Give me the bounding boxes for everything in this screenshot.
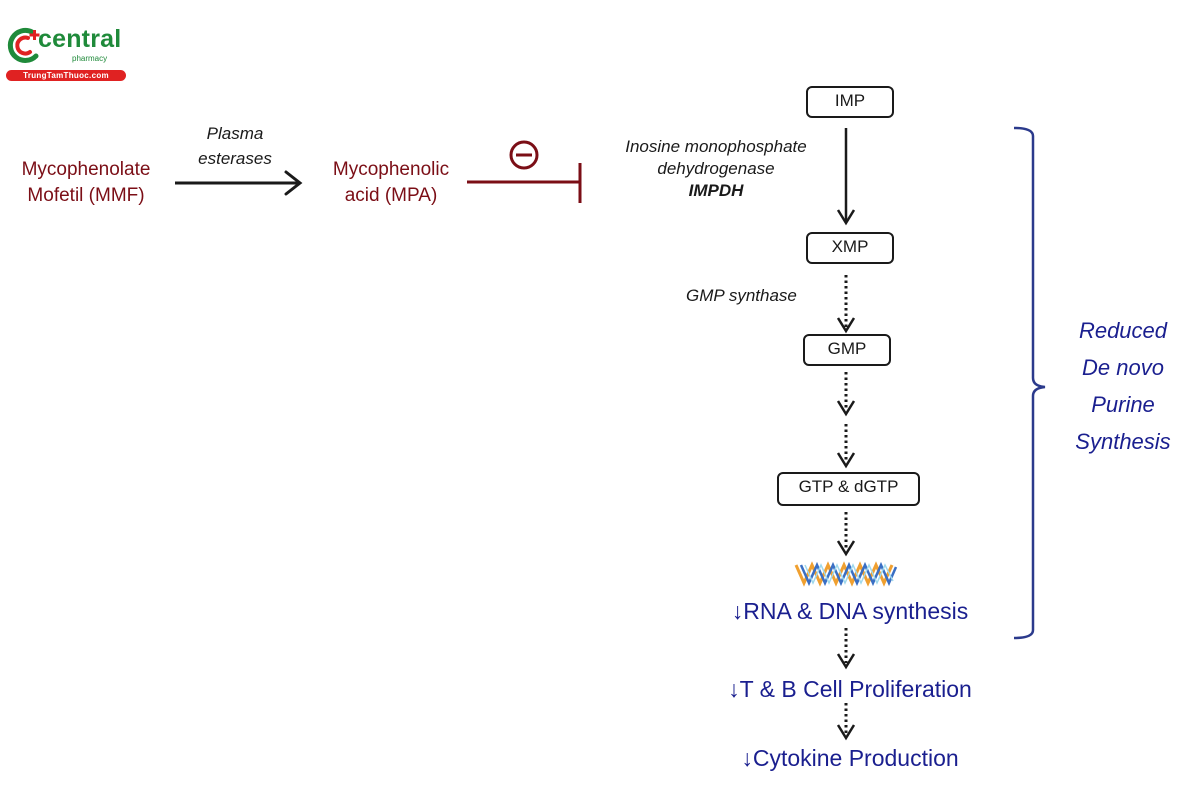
bracket-label-line3: Purine [1091,392,1155,417]
impdh-abbrev: IMPDH [688,181,744,200]
purine-synthesis-bracket [1013,126,1046,640]
node-xmp: XMP [806,232,894,264]
active-drug-mpa: Mycophenolic acid (MPA) [316,157,466,209]
node-imp: IMP [806,86,894,118]
active-drug-line2: acid (MPA) [344,185,438,206]
bracket-label: Reduced De novo Purine Synthesis [1058,312,1188,460]
esterase-arrow [175,170,303,196]
active-drug-line1: Mycophenolic [332,159,450,180]
bracket-label-line1: Reduced [1078,318,1168,343]
impdh-line2: dehydrogenase [657,159,775,178]
outcome-proliferation: ↓T & B Cell Proliferation [728,676,972,702]
bracket-label-line4: Synthesis [1075,429,1171,454]
node-gmp: GMP [803,334,891,366]
logo-brand: central [38,25,122,53]
dotted-arrow-xmp-gmp [836,275,856,334]
prodrug-line2: Mofetil (MMF) [27,185,145,206]
esterase-line2: esterases [198,149,272,168]
impdh-label: Inosine monophosphate dehydrogenase IMPD… [596,136,836,202]
dotted-arrow-dna-prolif [836,628,856,670]
inhibition-line [467,163,582,203]
dotted-arrow-gmp-2 [836,424,856,469]
impdh-arrow [836,128,856,226]
bracket-label-line2: De novo [1082,355,1164,380]
dotted-arrow-gmp-1 [836,372,856,417]
outcome-rna-dna: ↓RNA & DNA synthesis [731,598,969,624]
logo-subtitle: pharmacy [72,54,108,63]
outcome-cytokine: ↓Cytokine Production [741,745,959,771]
logo [6,22,131,82]
node-gtp-dgtp: GTP & dGTP [777,472,920,506]
dotted-arrow-prolif-cytokine [836,703,856,741]
logo-site-link[interactable]: TrungTamThuoc.com [6,70,126,81]
dotted-arrow-gtp-dna [836,512,856,557]
esterase-label: Plasma esterases [180,121,290,171]
dna-helix-icon [794,561,898,587]
logo-mark-icon [7,27,40,63]
inhibition-minus-icon [509,140,539,170]
prodrug-mmf: Mycophenolate Mofetil (MMF) [6,157,166,209]
gmp-synthase-label: GMP synthase [686,286,797,305]
esterase-line1: Plasma [206,124,264,143]
prodrug-line1: Mycophenolate [21,159,151,180]
impdh-line1: Inosine monophosphate [625,137,807,156]
